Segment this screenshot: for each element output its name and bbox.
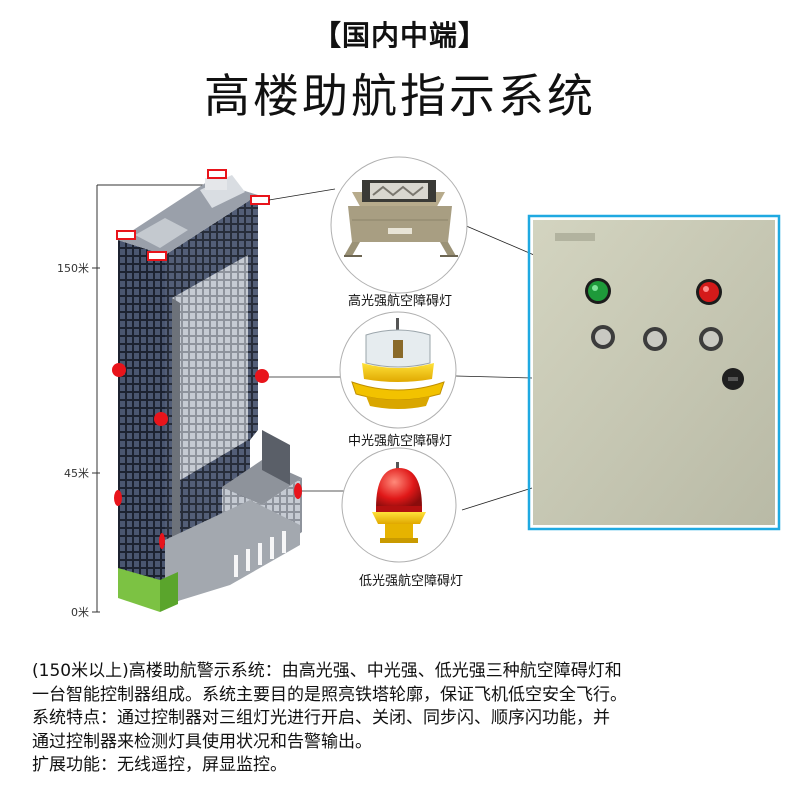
height-label-45: 45米: [64, 467, 89, 480]
skyscraper-illustration: [118, 175, 302, 612]
system-description: (150米以上)高楼助航警示系统：由高光强、中光强、低光强三种航空障碍灯和 一台…: [32, 660, 784, 778]
medium-intensity-light-image: [339, 311, 457, 429]
medium-intensity-light-caption: 中光强航空障碍灯: [347, 434, 452, 449]
description-line: 一台智能控制器组成。系统主要目的是照亮铁塔轮廓，保证飞机低空安全飞行。: [32, 684, 627, 705]
low-intensity-light-image: [341, 447, 457, 563]
header-tag: 【国内中端】: [312, 19, 487, 52]
height-axis: 150米 45米 0米: [57, 184, 205, 619]
height-label-0: 0米: [71, 606, 89, 619]
description-line: 系统特点：通过控制器对三组灯光进行开启、关闭、同步闪、顺序闪功能，并: [32, 708, 610, 728]
high-intensity-light-image: [330, 156, 468, 294]
height-label-150: 150米: [57, 262, 89, 275]
low-intensity-light-caption: 低光强航空障碍灯: [358, 574, 463, 589]
page-title: 高楼助航指示系统: [204, 69, 596, 123]
high-intensity-light-caption: 高光强航空障碍灯: [347, 294, 452, 309]
description-line: (150米以上)高楼助航警示系统：由高光强、中光强、低光强三种航空障碍灯和: [32, 661, 622, 681]
system-illustration: 150米 45米 0米: [57, 156, 781, 619]
connector-lines: [268, 188, 535, 511]
controller-cabinet: [527, 214, 781, 531]
description-line: 扩展功能：无线遥控，屏显监控。: [32, 755, 287, 775]
description-line: 通过控制器来检测灯具使用状况和告警输出。: [32, 731, 372, 752]
medium-low-markers: [112, 363, 302, 549]
